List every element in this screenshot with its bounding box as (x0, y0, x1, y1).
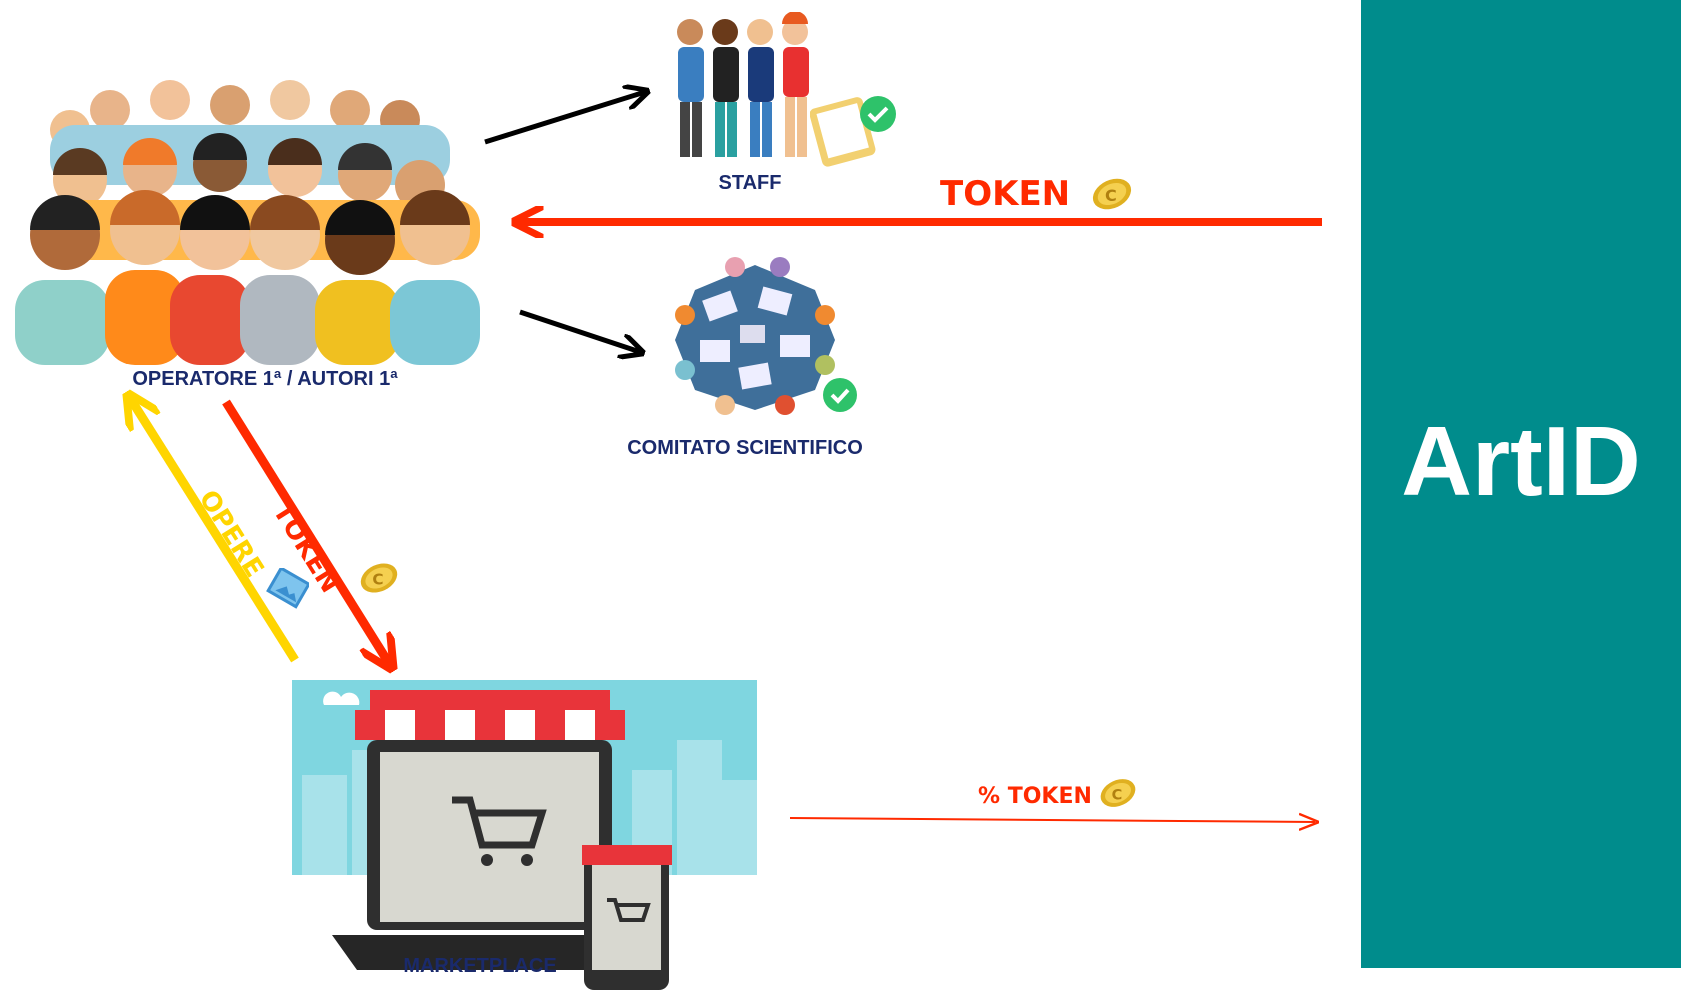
arrows-layer (0, 0, 1322, 990)
svg-text:C: C (1112, 787, 1123, 803)
coin-icon: C (1100, 779, 1136, 807)
coin-icon: C (360, 563, 398, 593)
artid-panel: ArtID (1361, 0, 1681, 968)
arrow-marketplace-opere-to-operators (130, 398, 299, 663)
arrow-marketplace-percent-to-artid (789, 818, 1315, 822)
staff-label: STAFF (718, 172, 782, 194)
picture-icon (266, 568, 309, 609)
shop-illustration (292, 680, 757, 990)
token-top-label: TOKEN (940, 174, 1071, 214)
committee-table-illustration (675, 257, 835, 415)
committee-label: COMITATO SCIENTIFICO (627, 437, 863, 459)
staff-illustration (677, 12, 809, 157)
check-badge-icon (823, 378, 857, 412)
arrow-operators-to-staff (484, 92, 645, 145)
arrow-operators-to-committee (519, 309, 640, 352)
operators-label: OPERATORE 1ª / AUTORI 1ª (132, 368, 398, 390)
arrow-operators-token-to-marketplace (222, 399, 390, 665)
crowd-illustration (15, 80, 480, 365)
svg-text:C: C (1105, 186, 1117, 205)
artid-title: ArtID (1401, 406, 1641, 516)
svg-text:C: C (372, 571, 383, 589)
document-check-icon (810, 96, 896, 167)
marketplace-label: MARKETPLACE (403, 955, 557, 977)
percent-token-label: % TOKEN (978, 784, 1092, 809)
coin-icon: C (1092, 178, 1132, 210)
